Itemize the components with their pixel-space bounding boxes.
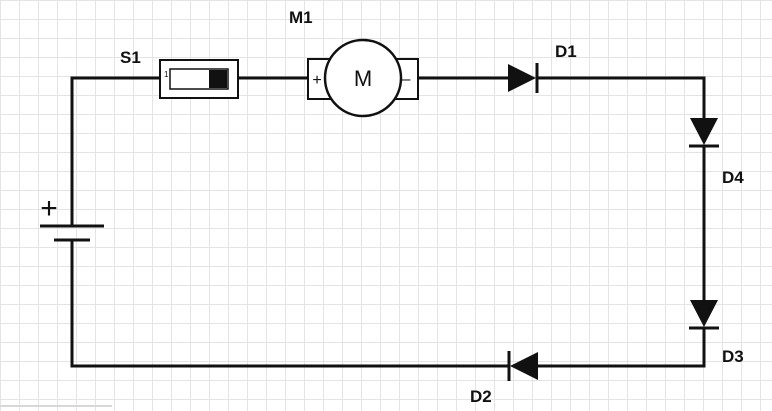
edge-artifact [0, 405, 112, 407]
diode-d2-triangle [510, 352, 538, 380]
diode-d1 [508, 63, 539, 93]
battery-plus-sign: + [40, 192, 58, 225]
diode-d3 [689, 300, 719, 330]
label-d4: D4 [722, 168, 744, 187]
switch-pin-label: 1 [164, 70, 169, 79]
diode-d1-triangle [508, 64, 536, 92]
motor-plus-sign: + [312, 72, 321, 89]
motor-minus-sign: – [402, 71, 411, 88]
motor-body [323, 38, 403, 118]
label-d2: D2 [470, 387, 492, 406]
label-s1: S1 [120, 48, 141, 67]
diode-d4 [689, 118, 719, 148]
switch-s1: 1 [159, 59, 239, 99]
switch-knob [209, 70, 227, 88]
diode-d3-triangle [690, 300, 718, 327]
label-d1: D1 [555, 42, 577, 61]
label-m1: M1 [289, 8, 313, 27]
label-d3: D3 [722, 347, 744, 366]
battery: + [40, 192, 104, 242]
motor-m1: M + – [307, 38, 419, 118]
diode-d2 [507, 351, 538, 381]
wires [70, 76, 706, 368]
motor-symbol: M [354, 66, 372, 91]
diode-d4-triangle [690, 118, 718, 145]
